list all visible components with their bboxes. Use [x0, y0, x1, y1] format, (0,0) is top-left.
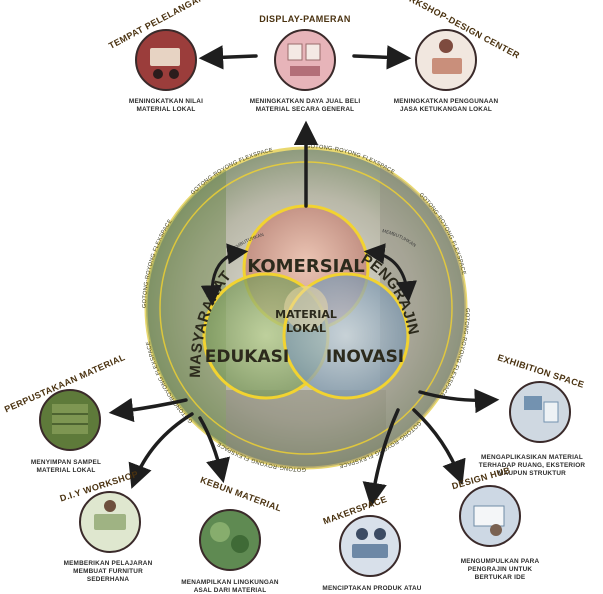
venn-label-inovasi: INOVASI: [326, 347, 404, 367]
arrow-masyarakat-komersial: [200, 243, 249, 307]
node-caption-exhibition-space-1: MENGAPLIKASIKAN MATERIAL: [481, 454, 583, 461]
node-caption-kebun-material-1: MENAMPILKAN LINGKUNGAN: [181, 579, 279, 586]
node-caption-makerspace-1: MENCIPTAKAN PRODUK ATAU: [322, 585, 421, 592]
arrow-to-exhibition: [418, 388, 500, 414]
node-caption-workshop-design-center-2: JASA KETUKANGAN LOKAL: [400, 106, 492, 113]
node-caption-exhibition-space-2: TERHADAP RUANG, EKSTERIOR: [479, 462, 586, 469]
arrow-pengrajin-komersial: [363, 243, 417, 303]
node-workshop-design-center: WORKSHOP-DESIGN CENTER MENINGKATKAN PENG…: [393, 0, 521, 113]
arrow-top-to-left: [198, 45, 258, 70]
node-caption-diy-workshop-2: MEMBUAT FURNITUR: [73, 568, 143, 575]
arrow-to-makerspace: [362, 408, 400, 508]
venn-label-center-line2: LOKAL: [286, 322, 326, 335]
arrow-top-to-right: [352, 45, 412, 70]
node-caption-tempat-pelelangan-1: MENINGKATKAN NILAI: [129, 98, 203, 105]
node-caption-diy-workshop-3: SEDERHANA: [87, 576, 129, 583]
venn-diagram: KOMERSIAL EDUKASI INOVASI MATERIAL LOKAL…: [187, 204, 421, 400]
node-caption-perpustakaan-material-1: MENYIMPAN SAMPEL: [31, 459, 101, 466]
node-caption-design-hub-1: MENGUMPULKAN PARA: [461, 558, 540, 565]
node-caption-perpustakaan-material-2: MATERIAL LOKAL: [36, 467, 95, 474]
venn-label-komersial: KOMERSIAL: [247, 256, 365, 277]
node-caption-design-hub-3: BERTUKAR IDE: [475, 574, 526, 581]
node-caption-design-hub-2: PENGRAJIN UNTUK: [468, 566, 533, 573]
node-makerspace: MAKERSPACE MENCIPTAKAN PRODUK ATAU: [322, 494, 422, 592]
node-design-hub: DESIGN HUB MENGUMPULKAN PARA PENGRAJIN U…: [451, 465, 540, 581]
node-tempat-pelelangan: TEMPAT PELELANGAN MENINGKATKAN NILAI MAT…: [107, 0, 206, 113]
venn-label-edukasi: EDUKASI: [205, 347, 289, 367]
node-caption-tempat-pelelangan-2: MATERIAL LOKAL: [136, 106, 195, 113]
node-display-pameran: DISPLAY-PAMERAN MENINGKATKAN DAYA JUAL B…: [250, 14, 361, 113]
node-caption-display-pameran-1: MENINGKATKAN DAYA JUAL BELI: [250, 98, 361, 105]
arrow-to-designhub: [412, 408, 466, 485]
node-kebun-material: KEBUN MATERIAL MENAMPILKAN LINGKUNGAN AS…: [181, 475, 283, 594]
connector-arrows: [108, 45, 500, 508]
node-title-display-pameran: DISPLAY-PAMERAN: [259, 14, 351, 24]
node-caption-workshop-design-center-1: MENINGKATKAN PENGGUNAAN: [394, 98, 499, 105]
arrow-to-diy: [128, 412, 194, 489]
node-caption-exhibition-space-3: MAUPUN STRUKTUR: [498, 470, 566, 477]
node-diy-workshop: D.I.Y WORKSHOP MEMBERIKAN PELAJARAN MEMB…: [59, 469, 153, 583]
node-caption-kebun-material-2: ASAL DARI MATERIAL: [194, 587, 267, 594]
venn-label-center-line1: MATERIAL: [275, 308, 337, 321]
arrow-to-perpustakaan: [108, 397, 188, 423]
node-exhibition-space: EXHIBITION SPACE MENGAPLIKASIKAN MATERIA…: [479, 352, 586, 477]
node-title-kebun-material: KEBUN MATERIAL: [199, 475, 283, 514]
node-caption-diy-workshop-1: MEMBERIKAN PELAJARAN: [64, 560, 153, 567]
node-perpustakaan-material: PERPUSTAKAAN MATERIAL MENYIMPAN SAMPEL M…: [3, 352, 127, 474]
arrow-to-kebun: [198, 416, 230, 484]
node-caption-display-pameran-2: MATERIAL SECARA GENERAL: [256, 106, 355, 113]
